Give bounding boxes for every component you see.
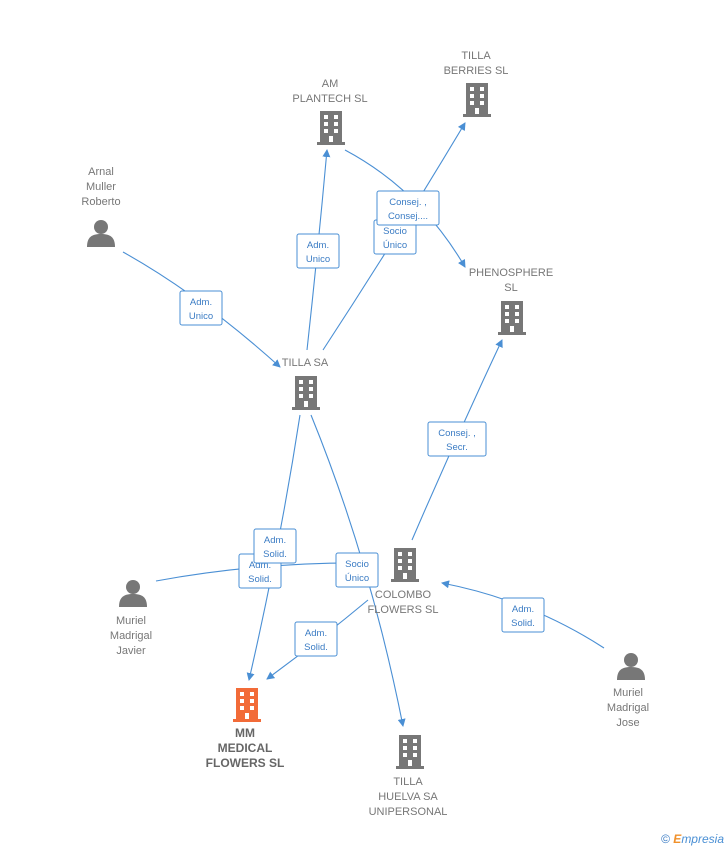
svg-text:Roberto: Roberto — [81, 196, 120, 208]
svg-text:Solid.: Solid. — [511, 618, 535, 629]
svg-text:COLOMBO: COLOMBO — [375, 589, 432, 601]
relation-adm-unico-arnal[interactable]: Adm. Unico — [179, 290, 223, 326]
relation-adm-solid-colombo[interactable]: Adm. Solid. — [294, 621, 338, 657]
brand-name: mpresia — [681, 832, 724, 846]
brand-logo-letter: E — [673, 832, 682, 846]
svg-text:Adm.: Adm. — [305, 628, 327, 639]
person-icon — [617, 653, 645, 680]
svg-text:MM: MM — [235, 726, 255, 740]
svg-text:Muller: Muller — [86, 181, 116, 193]
svg-text:Adm.: Adm. — [190, 297, 212, 308]
node-muriel-madrigal-javier[interactable]: Muriel Madrigal Javier — [110, 580, 152, 657]
svg-text:SL: SL — [504, 282, 517, 294]
svg-text:Consej. ,: Consej. , — [438, 428, 476, 439]
node-tilla-huelva[interactable]: TILLA HUELVA SA UNIPERSONAL — [369, 735, 448, 818]
svg-text:PLANTECH SL: PLANTECH SL — [292, 93, 367, 105]
svg-text:TILLA: TILLA — [393, 776, 423, 788]
svg-text:Único: Único — [345, 573, 369, 584]
svg-text:Madrigal: Madrigal — [607, 702, 649, 714]
svg-text:Solid.: Solid. — [248, 574, 272, 585]
svg-text:Solid.: Solid. — [263, 549, 287, 560]
svg-text:TILLA: TILLA — [461, 50, 491, 62]
node-arnal-muller-roberto[interactable]: Arnal Muller Roberto — [81, 166, 121, 247]
svg-text:AM: AM — [322, 78, 339, 90]
node-am-plantech[interactable]: AM PLANTECH SL — [292, 78, 368, 145]
svg-text:Adm.: Adm. — [512, 604, 534, 615]
svg-text:Madrigal: Madrigal — [110, 630, 152, 642]
copyright-icon: © — [661, 832, 670, 846]
relation-adm-solid-jose[interactable]: Adm. Solid. — [501, 597, 545, 633]
node-tilla-sa[interactable]: TILLA SA — [282, 357, 329, 410]
edges — [122, 122, 605, 727]
person-icon — [87, 220, 115, 247]
svg-text:Adm.: Adm. — [307, 240, 329, 251]
building-icon — [317, 111, 345, 145]
building-icon — [292, 376, 320, 410]
svg-text:FLOWERS SL: FLOWERS SL — [206, 756, 285, 770]
svg-text:PHENOSPHERE: PHENOSPHERE — [469, 267, 553, 279]
svg-text:Javier: Javier — [116, 645, 146, 657]
relation-consej-secr-colombo[interactable]: Consej. , Secr. — [427, 421, 487, 457]
svg-text:UNIPERSONAL: UNIPERSONAL — [369, 806, 448, 818]
svg-text:Socio: Socio — [345, 559, 369, 570]
building-icon — [463, 83, 491, 117]
svg-text:Socio: Socio — [383, 226, 407, 237]
svg-text:Muriel: Muriel — [116, 615, 146, 627]
svg-text:HUELVA SA: HUELVA SA — [378, 791, 438, 803]
svg-text:Consej. ,: Consej. , — [389, 197, 427, 208]
building-icon — [498, 301, 526, 335]
svg-text:Solid.: Solid. — [304, 642, 328, 653]
svg-text:Adm.: Adm. — [264, 535, 286, 546]
svg-text:Unico: Unico — [306, 254, 330, 265]
footer-brand: © Empresia — [661, 832, 724, 846]
person-icon — [119, 580, 147, 607]
relation-consej-phenosphere[interactable]: Consej. , Consej.... — [376, 190, 440, 226]
svg-text:Muriel: Muriel — [613, 687, 643, 699]
svg-text:Arnal: Arnal — [88, 166, 114, 178]
svg-text:Consej....: Consej.... — [388, 211, 428, 222]
node-phenosphere[interactable]: PHENOSPHERE SL — [469, 267, 553, 335]
building-icon — [233, 688, 261, 722]
building-icon — [396, 735, 424, 769]
relation-adm-solid-tilla-sa[interactable]: Adm. Solid. — [253, 528, 297, 564]
svg-text:Jose: Jose — [616, 717, 639, 729]
svg-text:MEDICAL: MEDICAL — [218, 741, 273, 755]
building-icon — [391, 548, 419, 582]
svg-text:BERRIES SL: BERRIES SL — [444, 65, 509, 77]
node-tilla-berries[interactable]: TILLA BERRIES SL — [444, 50, 509, 117]
svg-text:TILLA SA: TILLA SA — [282, 357, 329, 369]
relation-adm-unico-am-plantech[interactable]: Adm. Unico — [296, 233, 340, 269]
node-mm-medical-flowers[interactable]: MM MEDICAL FLOWERS SL — [206, 688, 285, 770]
svg-text:Unico: Unico — [189, 311, 213, 322]
node-muriel-madrigal-jose[interactable]: Muriel Madrigal Jose — [607, 653, 649, 729]
svg-text:FLOWERS SL: FLOWERS SL — [368, 604, 439, 616]
node-colombo-flowers[interactable]: COLOMBO FLOWERS SL — [368, 548, 439, 616]
svg-text:Secr.: Secr. — [446, 442, 468, 453]
svg-text:Único: Único — [383, 240, 407, 251]
svg-text:Adm.: Adm. — [249, 560, 271, 571]
